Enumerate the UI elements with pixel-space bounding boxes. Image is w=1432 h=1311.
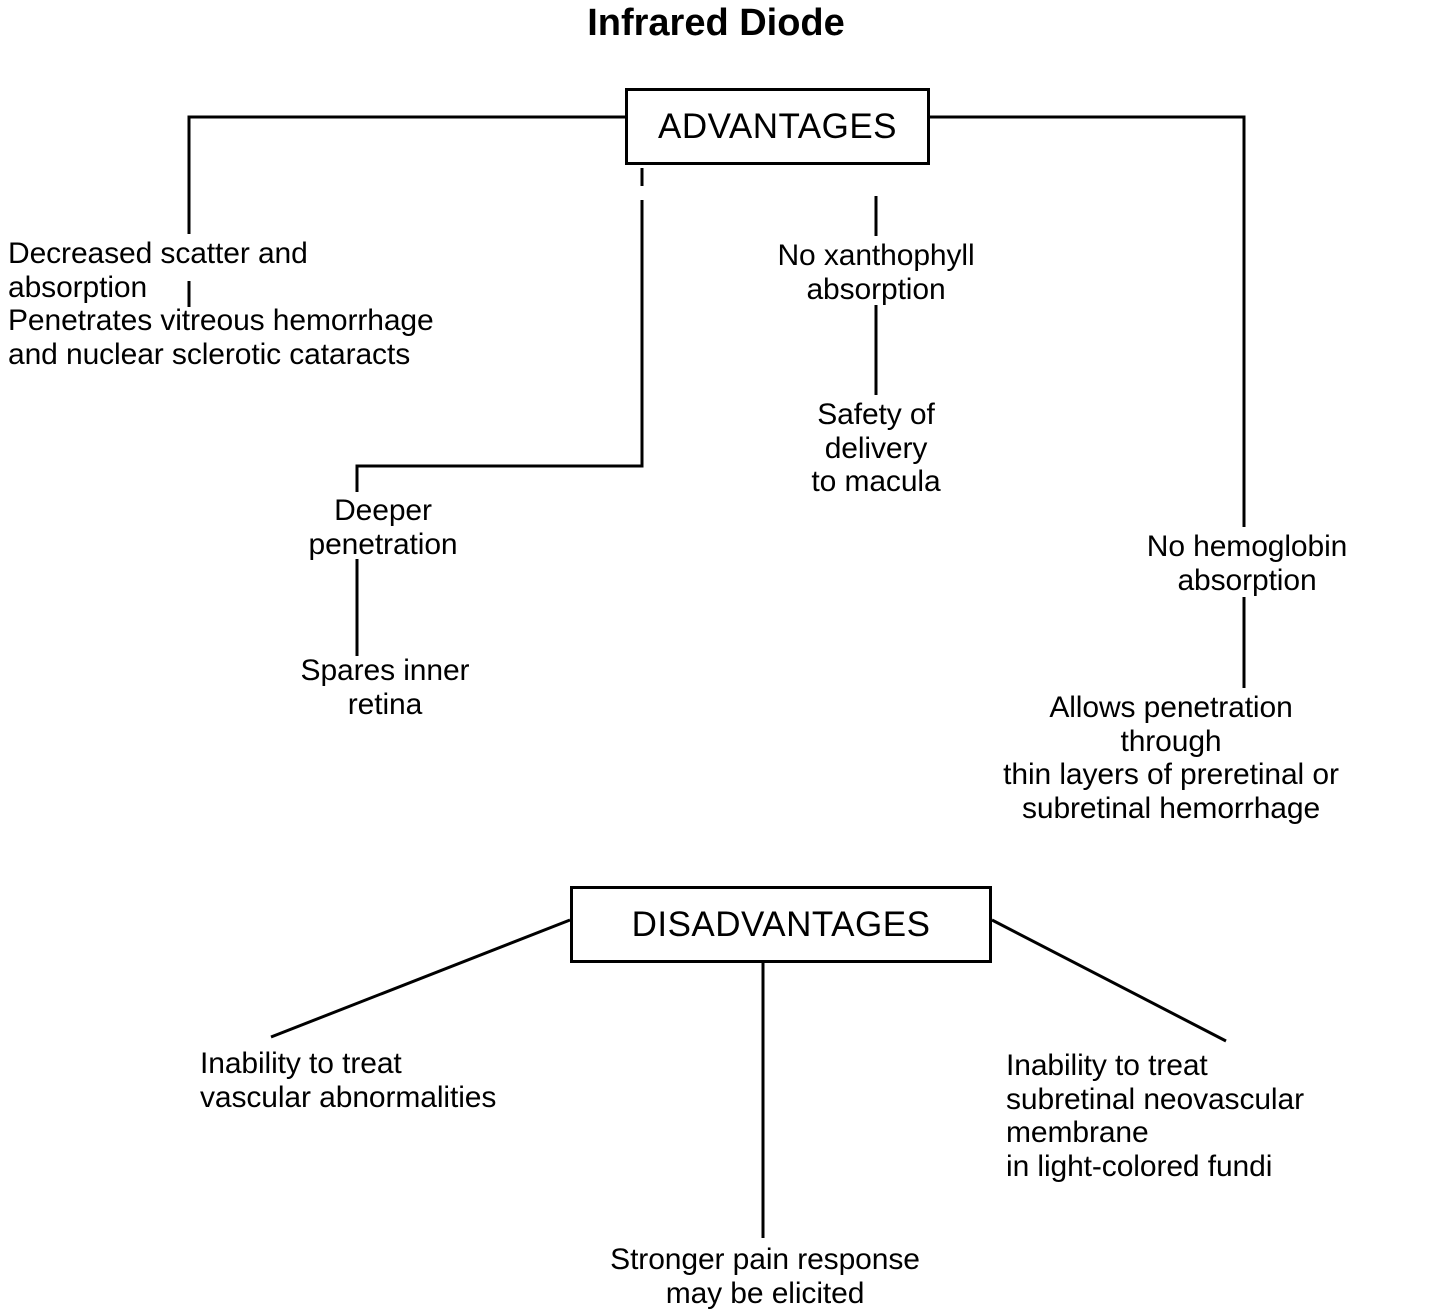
node-no-xanthophyll-absorption: No xanthophyll absorption	[777, 239, 975, 306]
wire-advantages-to-scatter	[187, 115, 625, 234]
node-inability-to-treat-vascular-abnormalities: Inability to treat vascular abnormalitie…	[200, 1047, 497, 1114]
wire-disadvantages-to-vascular	[270, 918, 571, 1039]
wire-disadvantages-to-subretinal	[991, 918, 1227, 1043]
node-stronger-pain-response: Stronger pain response may be elicited	[610, 1243, 920, 1310]
node-inability-to-treat-subretinal-neovascular-membrane: Inability to treat subretinal neovascula…	[1006, 1049, 1304, 1183]
node-penetrates-vitreous-hemorrhage: Penetrates vitreous hemorrhage and nucle…	[8, 304, 434, 371]
node-disadvantages[interactable]: DISADVANTAGES	[570, 886, 992, 963]
node-safety-of-delivery-to-macula: Safety of delivery to macula	[811, 398, 941, 499]
node-spares-inner-retina: Spares inner retina	[300, 654, 470, 721]
page-title: Infrared Diode	[587, 2, 845, 44]
node-no-hemoglobin-absorption: No hemoglobin absorption	[1146, 530, 1348, 597]
node-advantages[interactable]: ADVANTAGES	[625, 88, 930, 165]
node-deeper-penetration: Deeper penetration	[308, 494, 458, 561]
node-decreased-scatter: Decreased scatter and absorption	[8, 237, 308, 304]
node-allows-penetration-through-hemorrhage: Allows penetration through thin layers o…	[1003, 691, 1339, 825]
